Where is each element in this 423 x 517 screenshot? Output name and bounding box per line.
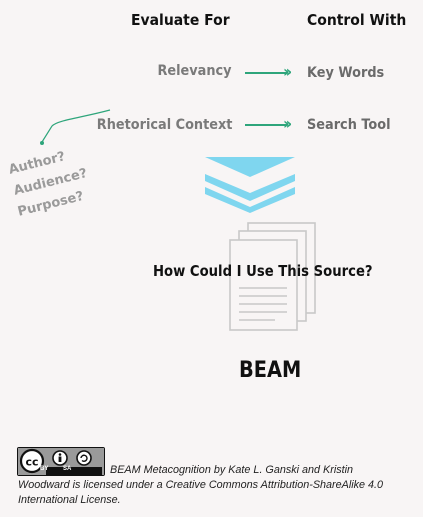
svg-text:cc: cc xyxy=(25,456,38,469)
connector-arrow-line xyxy=(245,124,287,126)
main-question: How Could I Use This Source? xyxy=(153,262,373,280)
row-relevancy-label: Relevancy xyxy=(157,63,232,79)
cc-badge-graphic: cc xyxy=(18,448,104,475)
badge-label-sa: SA xyxy=(63,466,72,472)
license-text: BEAM Metacognition by Kate L. Ganski and… xyxy=(18,463,398,508)
header-control-with: Control With xyxy=(307,11,407,29)
chevron-down-icon xyxy=(205,157,295,213)
row-key-words-label: Key Words xyxy=(307,65,385,81)
badge-label-by: BY xyxy=(40,466,49,472)
header-evaluate-for: Evaluate For xyxy=(131,11,230,29)
connector-arrow-line xyxy=(245,72,287,74)
cc-by-sa-icon: cc xyxy=(17,447,105,476)
double-chevron-right-icon: ›› xyxy=(283,62,292,81)
license-text-content: BEAM Metacognition by Kate L. Ganski and… xyxy=(18,464,384,506)
page-title: BEAM xyxy=(239,358,302,383)
row-search-tool-label: Search Tool xyxy=(307,117,391,133)
double-chevron-right-icon: ›› xyxy=(283,114,292,133)
row-rhetorical-context-label: Rhetorical Context xyxy=(96,117,232,133)
documents-stack-icon xyxy=(229,222,316,331)
